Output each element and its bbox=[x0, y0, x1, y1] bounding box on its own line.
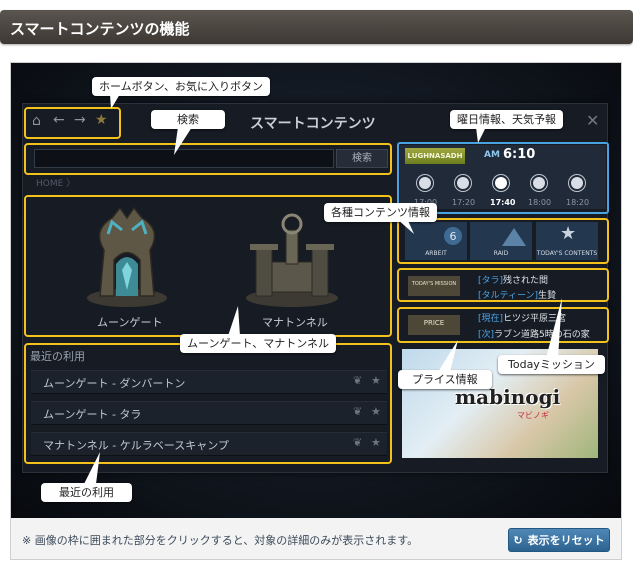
mana-tunnel-icon[interactable] bbox=[242, 208, 342, 308]
svg-text:6: 6 bbox=[450, 230, 457, 243]
mabinogi-logo-subtitle: マビノギ bbox=[517, 411, 549, 420]
recent-highlight[interactable] bbox=[24, 343, 392, 464]
callout-mission: Todayミッション bbox=[498, 355, 605, 374]
callout-pointer bbox=[174, 127, 192, 155]
callout-price: プライス情報 bbox=[398, 370, 492, 389]
price-line-1[interactable]: [現在]ヒツジ平原三宮 bbox=[478, 314, 567, 324]
recent-row[interactable]: ムーンゲート - タラ ❦ ★ bbox=[31, 401, 387, 425]
number-badge-icon: 6 bbox=[444, 227, 462, 245]
recent-title: 最近の利用 bbox=[30, 350, 85, 363]
callout-search: 検索 bbox=[151, 110, 225, 129]
callout-pointer bbox=[84, 452, 100, 484]
home-icon[interactable]: ⌂ bbox=[32, 113, 41, 129]
price-highlight[interactable] bbox=[397, 307, 609, 343]
arbeit-tile[interactable]: 6 ARBEIT bbox=[405, 222, 467, 260]
sun-icon bbox=[533, 177, 545, 189]
callout-pointer bbox=[438, 340, 458, 372]
recent-row-label: ムーンゲート - タラ bbox=[43, 408, 142, 421]
reset-icon: ↻ bbox=[513, 533, 523, 547]
callout-recent: 最近の利用 bbox=[41, 483, 132, 502]
mana-tunnel-label[interactable]: マナトンネル bbox=[262, 316, 328, 329]
search-button[interactable]: 検索 bbox=[336, 149, 388, 168]
callout-pointer bbox=[110, 94, 120, 109]
sun-icon bbox=[419, 177, 431, 189]
reset-button-label: 表示をリセット bbox=[527, 534, 605, 547]
mission-line-1[interactable]: [タラ]残された間 bbox=[478, 276, 549, 286]
mission-line-2[interactable]: [タルティーン]生贄 bbox=[478, 291, 557, 301]
raid-tile[interactable]: RAID bbox=[470, 222, 532, 260]
leaf-icon[interactable]: ❦ bbox=[353, 436, 363, 449]
recent-row-label: ムーンゲート - ダンバートン bbox=[43, 377, 186, 390]
sun-icon bbox=[457, 177, 469, 189]
footer-note: ※ 画像の枠に囲まれた部分をクリックすると、対象の詳細のみが表示されます。 bbox=[22, 534, 419, 547]
today-contents-label: TODAY'S CONTENTS bbox=[536, 250, 598, 257]
sun-icon bbox=[571, 177, 583, 189]
mission-highlight[interactable] bbox=[397, 268, 609, 302]
recent-row[interactable]: ムーンゲート - ダンバートン ❦ ★ bbox=[31, 370, 387, 394]
favorite-star-icon[interactable]: ★ bbox=[371, 374, 381, 387]
favorite-icon[interactable]: ★ bbox=[95, 112, 108, 128]
close-icon[interactable]: ✕ bbox=[586, 111, 600, 130]
price-badge: PRICE bbox=[408, 315, 460, 335]
window-title: スマートコンテンツ bbox=[250, 116, 376, 132]
game-clock: 6:10 bbox=[503, 147, 536, 162]
time-weather-highlight[interactable] bbox=[397, 142, 609, 214]
callout-pointer bbox=[476, 127, 486, 143]
page-header bbox=[0, 10, 633, 44]
moongate-icon[interactable] bbox=[82, 200, 172, 308]
callout-contents-info: 各種コンテンツ情報 bbox=[324, 203, 437, 222]
callout-pointer bbox=[228, 306, 240, 336]
nav-buttons-highlight[interactable] bbox=[24, 107, 121, 139]
raid-label: RAID bbox=[493, 250, 509, 257]
leaf-icon[interactable]: ❦ bbox=[353, 405, 363, 418]
weather-time: 17:00 bbox=[414, 198, 437, 207]
favorite-star-icon[interactable]: ★ bbox=[371, 405, 381, 418]
sun-icon bbox=[495, 177, 507, 189]
search-highlight[interactable] bbox=[24, 143, 392, 175]
weather-time: 18:00 bbox=[528, 198, 552, 207]
mission-badge: TODAY'S MISSION bbox=[408, 276, 460, 296]
leaf-icon[interactable]: ❦ bbox=[353, 374, 363, 387]
callout-gates: ムーンゲート、マナトンネル bbox=[180, 334, 337, 353]
breadcrumb[interactable]: HOME 〉 bbox=[36, 179, 76, 189]
arbeit-label: ARBEIT bbox=[425, 250, 447, 257]
recent-row-label: マナトンネル - ケルラベースキャンプ bbox=[43, 439, 229, 452]
today-contents-tile[interactable]: ★ TODAY'S CONTENTS bbox=[536, 222, 598, 260]
weather-time: 18:20 bbox=[566, 198, 590, 207]
ampm-indicator: AM bbox=[484, 150, 500, 160]
moongate-label[interactable]: ムーンゲート bbox=[97, 316, 163, 329]
mabinogi-logo: mabinogi bbox=[455, 385, 561, 409]
page-title: スマートコンテンツの機能 bbox=[10, 20, 190, 38]
recent-row[interactable]: マナトンネル - ケルラベースキャンプ ❦ ★ bbox=[31, 432, 387, 456]
contents-info-highlight[interactable] bbox=[397, 218, 609, 264]
price-line-2[interactable]: [次]ラブン道路5時の石の家 bbox=[478, 330, 590, 340]
callout-pointer bbox=[546, 298, 562, 358]
forward-icon[interactable]: → bbox=[74, 112, 86, 128]
search-input[interactable] bbox=[34, 149, 334, 168]
back-icon[interactable]: ← bbox=[53, 112, 65, 128]
weather-time-current: 17:40 bbox=[490, 198, 516, 207]
reset-display-button[interactable]: ↻ 表示をリセット bbox=[508, 528, 610, 552]
star-icon: ★ bbox=[560, 223, 577, 244]
callout-pointer bbox=[396, 216, 414, 234]
raid-icon bbox=[502, 228, 526, 246]
callout-time-weather: 曜日情報、天気予報 bbox=[450, 110, 563, 129]
favorite-star-icon[interactable]: ★ bbox=[371, 436, 381, 449]
season-badge: LUGHNASADH bbox=[405, 148, 465, 164]
callout-nav-buttons: ホームボタン、お気に入りボタン bbox=[92, 77, 271, 96]
weather-time: 17:20 bbox=[452, 198, 476, 207]
